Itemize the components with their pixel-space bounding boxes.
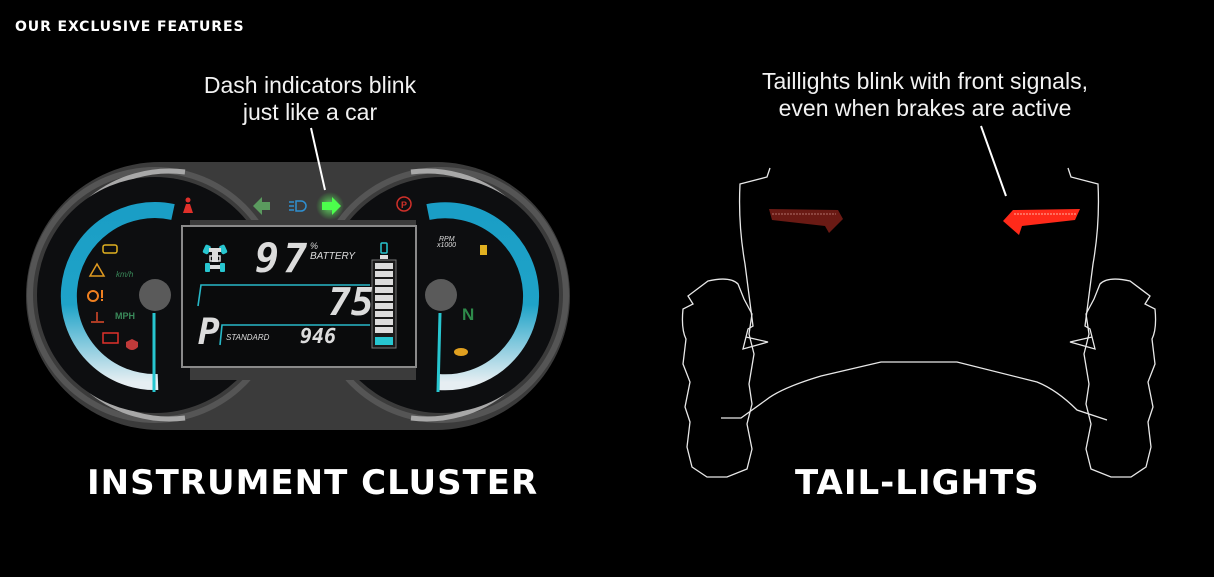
- percent-symbol: %: [310, 241, 319, 251]
- callout-pointer: [310, 127, 326, 191]
- headlight-icon: [289, 200, 307, 212]
- instrument-cluster-callout: Dash indicators blink just like a car: [150, 72, 470, 126]
- tail-lights-callout: Taillights blink with front signals, eve…: [715, 68, 1135, 122]
- instrument-cluster: P: [26, 127, 570, 430]
- parking-brake-icon: P: [396, 196, 412, 212]
- fuel-icon: [480, 245, 487, 255]
- speed-arc: [60, 202, 175, 391]
- section-eyebrow: OUR EXCLUSIVE FEATURES: [15, 19, 245, 35]
- left-turn-signal-icon: [253, 197, 270, 215]
- drive-mode-label: STANDARD: [226, 333, 270, 342]
- battery-percent-readout: 97: [255, 236, 312, 282]
- needle-hub: [425, 279, 457, 311]
- gear-readout: P: [198, 312, 220, 353]
- drivetrain-icon: [202, 244, 228, 272]
- steering-warning-icon: [87, 290, 103, 302]
- hazard-warning-icon: [88, 262, 106, 277]
- vehicle-outline: [681, 167, 1157, 478]
- svg-text:P: P: [401, 200, 407, 210]
- security-key-icon: [126, 339, 138, 350]
- odometer-readout: 946: [300, 324, 337, 348]
- speed-readout: 75: [328, 280, 374, 324]
- callout-line-2: even when brakes are active: [778, 95, 1072, 121]
- battery-gauge: [371, 242, 397, 349]
- check-engine-icon: [102, 244, 118, 254]
- tail-light-right: [1003, 209, 1080, 235]
- needle-hub: [139, 279, 171, 311]
- turtle-mode-icon: [454, 348, 468, 356]
- callout-line-1: Dash indicators blink: [203, 72, 417, 98]
- battery-label: BATTERY: [310, 251, 356, 262]
- kmh-unit-label: km/h: [116, 270, 134, 279]
- rpm-arc: [426, 202, 540, 391]
- coolant-temperature-icon: [91, 312, 104, 323]
- rpm-multiplier-label: x1000: [437, 242, 457, 249]
- seatbelt-warning-icon: [183, 197, 193, 213]
- callout-pointer: [980, 125, 1007, 197]
- tail-light-left: [769, 209, 843, 233]
- rpm-label: RPM: [439, 236, 455, 243]
- right-turn-signal-icon: [322, 197, 341, 215]
- callout-line-1: Taillights blink with front signals,: [762, 68, 1088, 94]
- mph-unit-label: MPH: [115, 311, 135, 321]
- instrument-cluster-title: INSTRUMENT CLUSTER: [87, 463, 539, 503]
- rpm-needle: [436, 312, 442, 393]
- callout-line-2: just like a car: [242, 99, 378, 125]
- neutral-gear-indicator: N: [462, 305, 475, 324]
- battery-warning-icon: [102, 332, 119, 344]
- tail-lights-title: TAIL-LIGHTS: [795, 463, 1040, 503]
